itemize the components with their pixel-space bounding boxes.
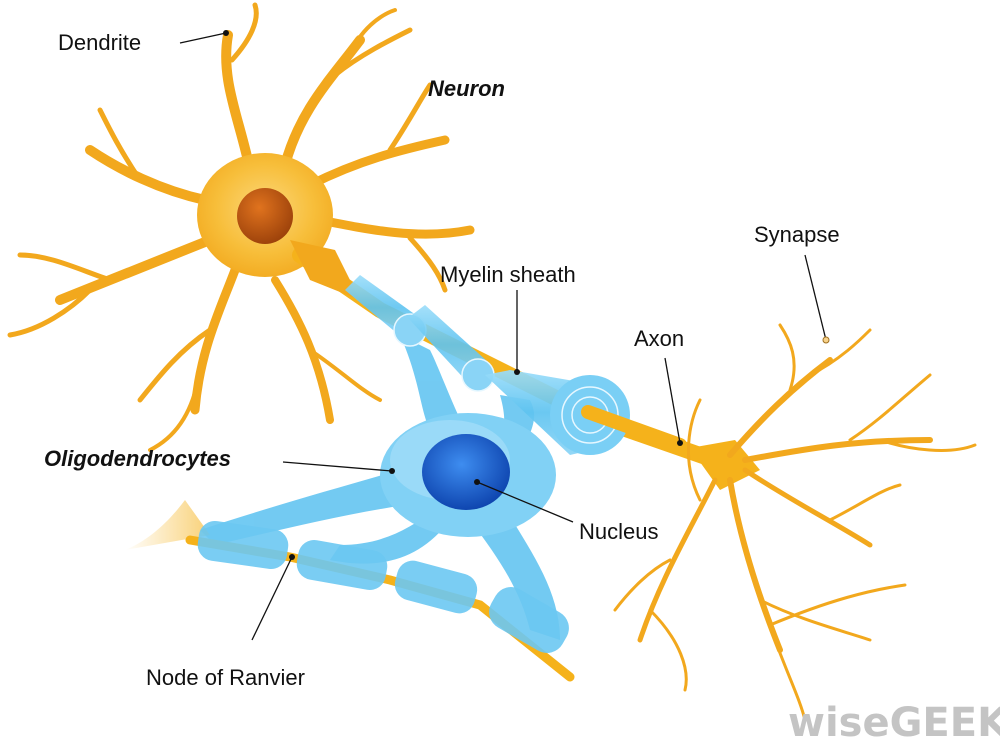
label-nucleus: Nucleus xyxy=(579,519,658,544)
myelin-sheath-upper xyxy=(345,275,687,455)
oligodendrocyte-nucleus xyxy=(422,434,510,510)
label-oligodendrocytes: Oligodendrocytes xyxy=(44,446,231,471)
watermark-logo: wiseGEEK xyxy=(788,700,1000,746)
label-neuron: Neuron xyxy=(428,76,505,101)
label-synapse: Synapse xyxy=(754,222,840,247)
axon-terminal xyxy=(613,323,977,722)
label-axon: Axon xyxy=(634,326,684,351)
myelin-sheath-lower xyxy=(197,521,569,653)
label-dendrite: Dendrite xyxy=(58,30,141,55)
dendrites xyxy=(7,2,475,452)
axon-hillock xyxy=(290,240,360,300)
label-node-of-ranvier: Node of Ranvier xyxy=(146,665,305,690)
leader-lines xyxy=(179,30,830,641)
neuron-nucleus xyxy=(237,188,293,244)
label-myelin-sheath: Myelin sheath xyxy=(440,262,576,287)
